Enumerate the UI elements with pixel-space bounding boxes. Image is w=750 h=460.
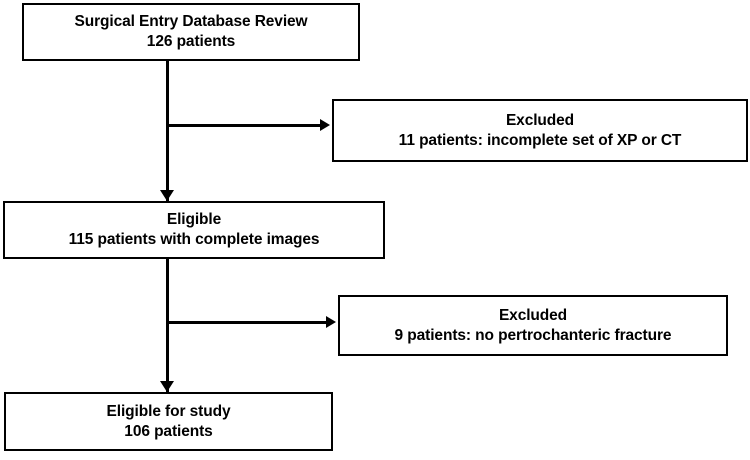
connector-enrollment-to-excluded-1 xyxy=(166,124,322,127)
node-final-line2: 106 patients xyxy=(124,422,213,440)
node-excluded-1: Excluded 11 patients: incomplete set of … xyxy=(332,99,748,162)
node-enrollment-line2: 126 patients xyxy=(146,33,236,50)
arrowhead-right-to-excluded-2 xyxy=(326,316,336,328)
node-excluded-2-line2: 9 patients: no pertrochanteric fracture xyxy=(394,326,672,344)
connector-eligible-to-final xyxy=(166,258,169,394)
node-excluded-2-line1: Excluded xyxy=(498,306,568,324)
node-excluded-1-line2: 11 patients: incomplete set of XP or CT xyxy=(398,131,682,149)
arrowhead-right-to-excluded-1 xyxy=(320,119,330,131)
node-eligible-line2: 115 patients with complete images xyxy=(68,231,320,248)
node-final-line1: Eligible for study xyxy=(106,402,231,420)
arrowhead-down-to-eligible xyxy=(160,190,174,201)
node-eligible: Eligible 115 patients with complete imag… xyxy=(3,201,385,259)
node-final: Eligible for study 106 patients xyxy=(4,392,333,451)
node-enrollment-line1: Surgical Entry Database Review xyxy=(74,13,308,31)
arrowhead-down-to-final xyxy=(160,381,174,392)
connector-eligible-to-excluded-2 xyxy=(166,321,328,324)
node-eligible-line1: Eligible xyxy=(166,211,222,229)
connector-enrollment-to-eligible xyxy=(166,60,169,203)
node-excluded-1-line1: Excluded xyxy=(505,111,575,129)
node-enrollment: Surgical Entry Database Review 126 patie… xyxy=(22,3,360,61)
node-excluded-2: Excluded 9 patients: no pertrochanteric … xyxy=(338,295,728,356)
